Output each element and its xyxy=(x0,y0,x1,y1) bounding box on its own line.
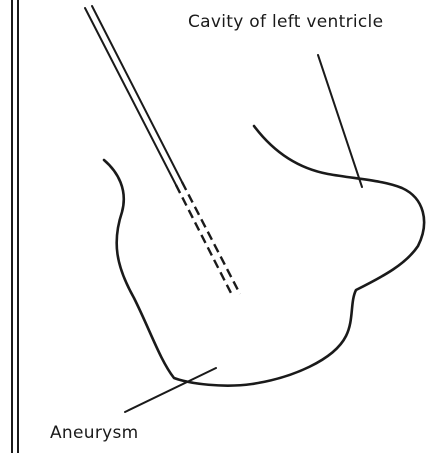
catheter-solid-b xyxy=(92,6,182,182)
leader-line-cavity xyxy=(318,55,362,187)
catheter-solid-a xyxy=(85,8,176,185)
catheter-dashed-b xyxy=(182,182,240,294)
ventricle-outline xyxy=(104,126,424,386)
catheter-dashed-a xyxy=(176,185,233,297)
aneurysm-label: Aneurysm xyxy=(50,423,139,443)
cavity-label: Cavity of left ventricle xyxy=(188,12,383,32)
